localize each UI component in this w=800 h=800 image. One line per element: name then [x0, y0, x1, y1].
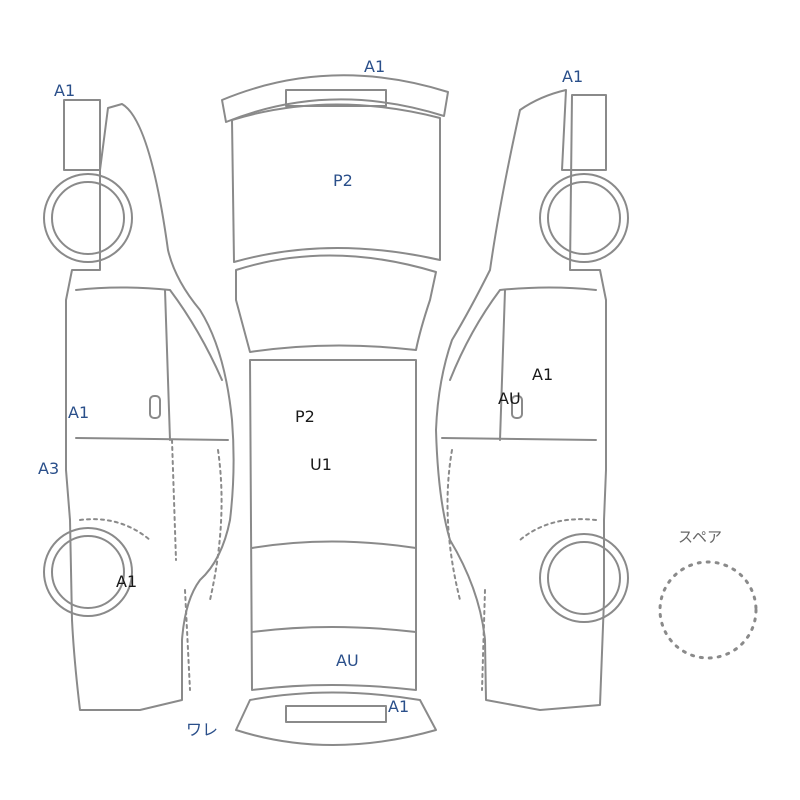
left-rear-wheel — [43, 173, 133, 263]
left-body-outline — [63, 99, 235, 711]
right-rear-wheel — [539, 533, 629, 623]
right-beltline — [441, 437, 597, 441]
rear-plate — [285, 89, 387, 107]
rear-window — [235, 254, 437, 353]
mark-right-door-front: A1 — [532, 365, 554, 384]
mark-trunk: P2 — [333, 171, 353, 190]
right-side-view — [435, 89, 629, 711]
spare-tire-outline — [658, 560, 758, 660]
right-body-outline — [435, 89, 607, 711]
mark-roof: P2 — [295, 407, 315, 426]
top-view — [221, 74, 449, 746]
left-front-wheel-inner — [51, 535, 125, 609]
right-front-wheel — [539, 173, 629, 263]
mark-windshield-crack: ワレ — [186, 720, 219, 739]
front-bumper — [235, 691, 437, 746]
rear-bumper — [221, 74, 449, 123]
mark-top-rear: A1 — [364, 57, 386, 76]
mark-roof-lower: U1 — [310, 455, 332, 474]
right-front-wheel-inner — [547, 181, 621, 255]
left-window-line — [75, 286, 223, 381]
right-rear-wheel-inner — [547, 541, 621, 615]
left-door-split — [164, 289, 171, 441]
mark-hood: AU — [336, 651, 359, 670]
mark-right-door-rear: AU — [498, 389, 521, 408]
right-door-handle — [511, 395, 523, 419]
cabin-outline — [249, 359, 417, 691]
front-plate — [285, 705, 387, 723]
mark-right-front-top: A1 — [562, 67, 584, 86]
mark-left-sill: A3 — [38, 459, 60, 478]
left-door-handle — [149, 395, 161, 419]
windshield-line — [251, 540, 417, 549]
mark-front-bumper: A1 — [388, 697, 410, 716]
spare-tire-label: スペア — [678, 528, 722, 546]
mark-left-front-wheel: A1 — [116, 572, 138, 591]
right-door-split — [499, 289, 506, 441]
left-rear-wheel-inner — [51, 181, 125, 255]
mark-left-rear-top: A1 — [54, 81, 76, 100]
right-hidden-lines — [446, 449, 597, 691]
left-hidden-lines — [79, 439, 223, 691]
trunk-lid — [231, 103, 441, 263]
mark-left-door: A1 — [68, 403, 90, 422]
right-window-line — [449, 286, 597, 381]
hood-line — [251, 626, 417, 633]
left-side-view — [43, 99, 235, 711]
left-beltline — [75, 437, 229, 441]
left-front-wheel — [43, 527, 133, 617]
